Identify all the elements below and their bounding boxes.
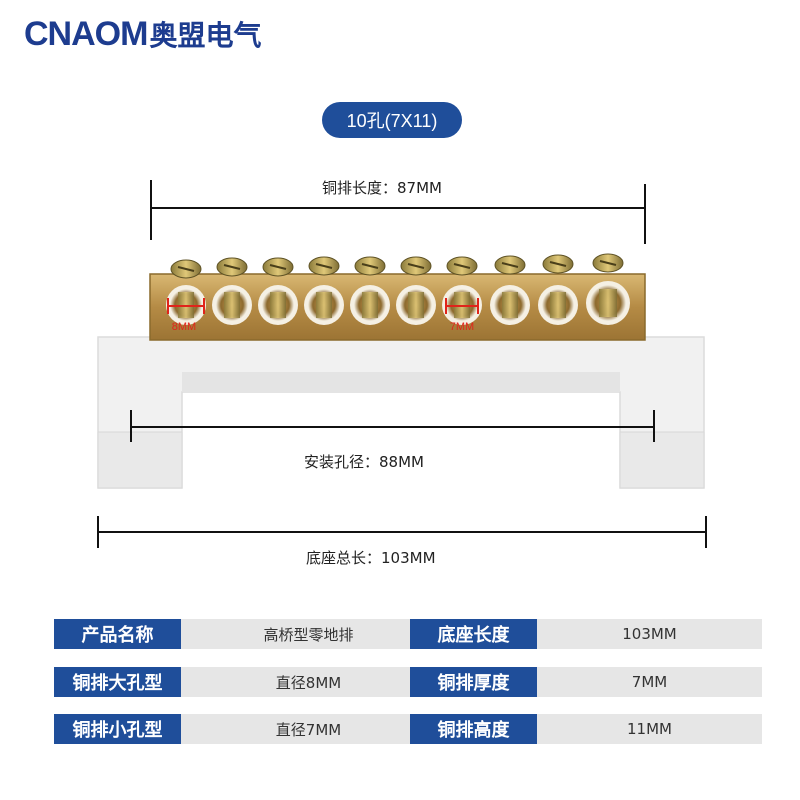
model-badge: 10孔(7X11) bbox=[322, 102, 462, 138]
spec-key: 铜排大孔型 bbox=[54, 667, 181, 697]
terminal-hole bbox=[304, 285, 344, 325]
screw-head bbox=[262, 257, 294, 277]
small-hole-marker bbox=[445, 298, 479, 314]
base-length-label: 底座总长：103MM bbox=[306, 549, 436, 567]
spec-key: 铜排小孔型 bbox=[54, 714, 181, 744]
spec-key: 产品名称 bbox=[54, 619, 181, 649]
screw-row bbox=[170, 253, 624, 279]
screw-head bbox=[354, 256, 386, 276]
screw-head bbox=[494, 255, 526, 275]
busbar-length-label: 铜排长度：87MM bbox=[322, 179, 442, 197]
spec-value: 11MM bbox=[537, 714, 762, 744]
terminal-hole bbox=[586, 281, 630, 325]
screw-head bbox=[400, 256, 432, 276]
product-illustration: 8MM 7MM bbox=[97, 180, 707, 548]
spec-key: 底座长度 bbox=[410, 619, 537, 649]
spec-value: 高桥型零地排 bbox=[181, 619, 436, 649]
spec-row: 铜排大孔型 直径8MM 铜排厚度 7MM bbox=[54, 667, 762, 697]
terminal-hole bbox=[350, 285, 390, 325]
large-hole-marker bbox=[167, 298, 205, 314]
screw-head bbox=[170, 259, 202, 279]
spec-value: 直径7MM bbox=[181, 714, 436, 744]
large-hole-label: 8MM bbox=[172, 321, 196, 333]
spec-key: 铜排高度 bbox=[410, 714, 537, 744]
spec-value: 103MM bbox=[537, 619, 762, 649]
screw-head bbox=[542, 254, 574, 274]
brand-latin: CNAOM bbox=[24, 14, 148, 53]
hole-spacing-label: 安装孔径：88MM bbox=[304, 453, 424, 471]
hole-spacing-dimension bbox=[130, 410, 655, 442]
brand-logo: CNAOM 奥盟电气 bbox=[24, 14, 261, 54]
spec-row: 铜排小孔型 直径7MM 铜排高度 11MM bbox=[54, 714, 762, 744]
spec-value: 直径8MM bbox=[181, 667, 436, 697]
small-hole-label: 7MM bbox=[450, 321, 474, 333]
spec-key: 铜排厚度 bbox=[410, 667, 537, 697]
terminal-hole bbox=[258, 285, 298, 325]
brand-chinese: 奥盟电气 bbox=[149, 19, 262, 52]
terminal-hole bbox=[212, 285, 252, 325]
screw-head bbox=[592, 253, 624, 273]
spec-row: 产品名称 高桥型零地排 底座长度 103MM bbox=[54, 619, 762, 649]
screw-head bbox=[308, 256, 340, 276]
screw-head bbox=[216, 257, 248, 277]
spec-value: 7MM bbox=[537, 667, 762, 697]
insulator-base bbox=[97, 336, 705, 489]
terminal-hole bbox=[490, 285, 530, 325]
brass-busbar: 8MM 7MM bbox=[149, 253, 646, 341]
screw-head bbox=[446, 256, 478, 276]
base-length-dimension bbox=[97, 516, 707, 548]
busbar-length-dimension bbox=[150, 180, 646, 244]
terminal-hole bbox=[538, 285, 578, 325]
terminal-hole bbox=[396, 285, 436, 325]
